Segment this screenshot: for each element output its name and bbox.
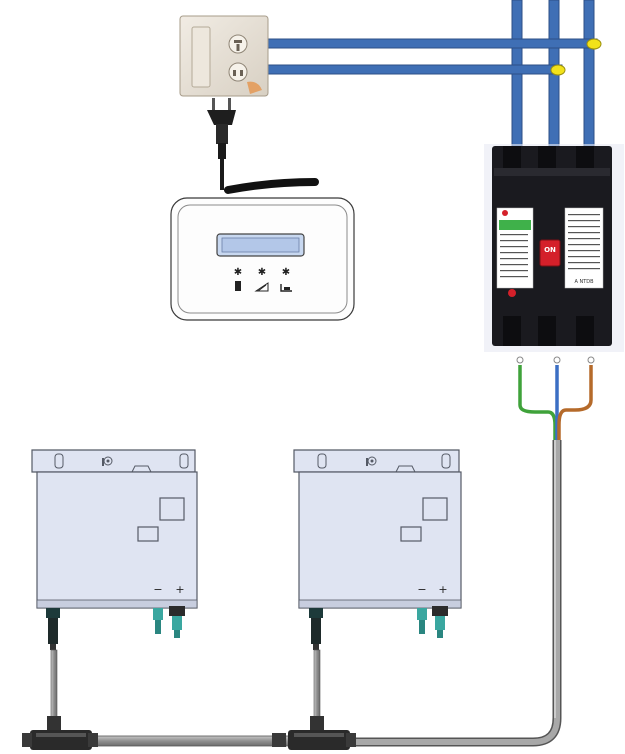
- inverter-left-plus: +: [175, 583, 184, 596]
- battery-icon: [235, 281, 241, 291]
- ac-connector-left: [46, 608, 60, 650]
- svg-text:✱: ✱: [234, 267, 242, 278]
- vertical-bus-wire-1: [512, 0, 522, 150]
- inverter-left-minus: −: [153, 583, 162, 596]
- horizontal-bus-wire-top: [262, 39, 597, 48]
- terminal-dot-bottom: [551, 65, 565, 75]
- breaker-switch-label: ON: [544, 246, 556, 254]
- svg-text:✱: ✱: [282, 267, 290, 278]
- busbar-wires: [262, 0, 601, 150]
- monitoring-gateway: ✱ ✱ ✱: [171, 182, 354, 320]
- inverter-right: − +: [294, 450, 461, 718]
- breaker-output-wires: [517, 357, 594, 440]
- led-1: ✱: [234, 267, 242, 278]
- svg-text:✱: ✱: [258, 267, 266, 278]
- breaker-footer-text: A NTDB: [574, 279, 594, 285]
- wire-brown: [559, 365, 591, 440]
- wall-socket: [180, 16, 268, 96]
- t-connector-left: [22, 716, 98, 750]
- t-connector-right: [272, 716, 356, 750]
- circuit-breaker: ON A NTDB: [484, 144, 624, 352]
- ac-connector-right: [309, 608, 323, 650]
- socket-hole-lower: [229, 63, 247, 81]
- inverter-right-minus: −: [417, 583, 426, 596]
- antenna: [228, 182, 315, 190]
- horizontal-bus-wire-bottom: [262, 65, 562, 74]
- socket-switch: [192, 27, 210, 87]
- vertical-bus-wire-3: [584, 0, 594, 150]
- terminal-dot-top: [587, 39, 601, 49]
- wire-green: [520, 365, 555, 440]
- inverter-right-plus: +: [438, 583, 447, 596]
- led-3: ✱: [282, 267, 290, 278]
- dc-connector-plus-left: [169, 606, 185, 638]
- led-2: ✱: [258, 267, 266, 278]
- dc-connector-minus-left: [153, 608, 163, 634]
- dc-connector-minus-right: [417, 608, 427, 634]
- power-plug: [207, 98, 236, 190]
- dc-connector-plus-right: [432, 606, 448, 638]
- inverter-left: − +: [32, 450, 197, 718]
